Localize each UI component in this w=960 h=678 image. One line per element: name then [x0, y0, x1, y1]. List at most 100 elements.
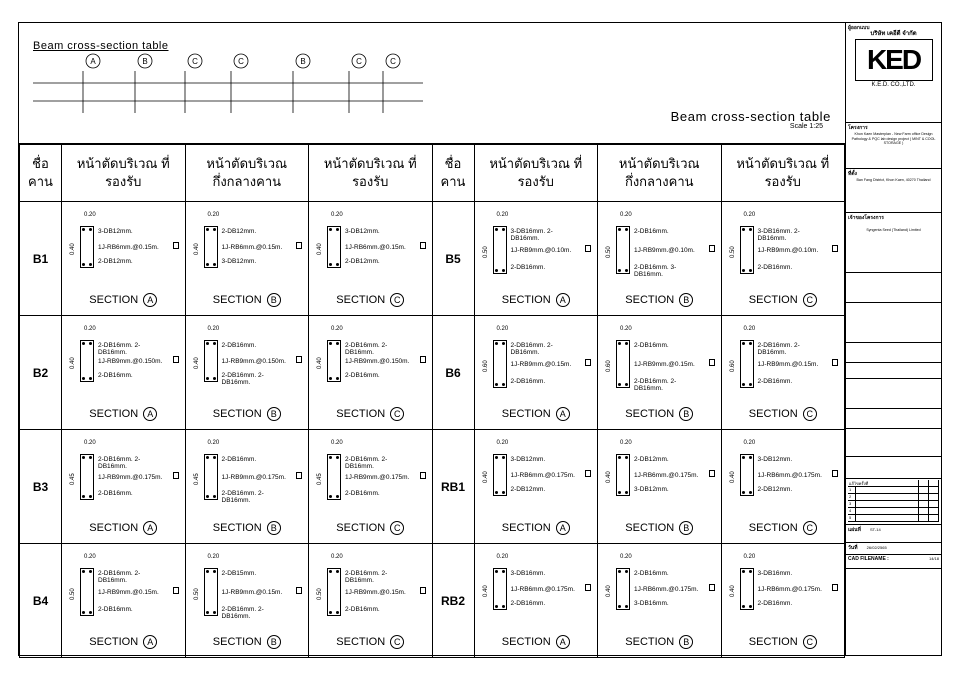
bottom-bars: 2-DB12mm.	[345, 258, 380, 265]
beam-section-outline	[739, 454, 754, 496]
beam-name: B5	[431, 201, 475, 316]
section-letter: A	[143, 635, 158, 649]
beam-name: B1	[19, 201, 62, 316]
bottom-bars: 3-DB12mm.	[221, 258, 257, 265]
revision-cell	[856, 501, 919, 508]
height-dim: 0.40	[317, 357, 323, 369]
top-bars: 2-DB16mm. 2-DB16mm.	[510, 342, 553, 356]
top-bars: 3-DB16mm.	[510, 570, 546, 577]
height-dim: 0.50	[70, 588, 76, 600]
top-bars: 2-DB16mm.	[221, 342, 257, 349]
beam-section-outline	[327, 454, 341, 500]
width-dim: 0.20	[496, 554, 509, 560]
stirrup: 1J-RB9mm.@0.175m.	[345, 474, 410, 481]
project-name: Khon Kaen Masterplan - New Farm office D…	[851, 132, 936, 145]
beam-section-outline	[492, 226, 507, 274]
bottom-bars: 2-DB12mm.	[510, 486, 546, 493]
drawing-title-left: Beam cross-section table	[33, 40, 169, 52]
stirrup-detail-icon	[585, 245, 591, 252]
top-bars: 2-DB16mm.	[634, 570, 669, 577]
beam-section-outline	[80, 340, 94, 382]
beam-section-outline	[80, 568, 94, 616]
beam-name: RB2	[431, 543, 475, 658]
cad-label: CAD FILENAME :	[848, 556, 889, 562]
stirrup-detail-icon	[832, 584, 838, 591]
section-letter: C	[802, 407, 817, 421]
height-dim: 0.45	[193, 473, 200, 485]
bottom-bars: 2-DB16mm.	[345, 490, 380, 497]
beam-section-outline	[327, 340, 341, 382]
revision-cell	[929, 487, 939, 494]
revision-label: แก้ไขครั้งที่	[848, 480, 919, 487]
height-dim: 0.40	[729, 471, 736, 483]
width-dim: 0.20	[331, 554, 343, 560]
bottom-bars: 2-DB16mm.	[98, 606, 133, 613]
revision-number: 2	[848, 494, 856, 501]
stirrup-detail-icon	[296, 472, 302, 479]
beam-section-outline	[203, 340, 218, 382]
revision-cell	[856, 494, 919, 501]
height-dim: 0.40	[70, 243, 76, 255]
stirrup-detail-icon	[296, 242, 302, 249]
revision-number: 1	[848, 487, 856, 494]
section-letter: B	[679, 521, 694, 535]
designer-label: ผู้ออกแบบ	[848, 25, 870, 31]
section-letter: A	[555, 407, 570, 421]
stirrup: 1J-RB6mm.@0.175m.	[757, 586, 822, 593]
stirrup: 1J-RB9mm.@0.15m.	[634, 361, 695, 368]
stirrup-detail-icon	[419, 587, 426, 594]
stirrup: 1J-RB6mm.@0.175m.	[510, 586, 575, 593]
bottom-bars: 2-DB16mm. 3-DB16mm.	[634, 264, 677, 278]
stirrup-detail-icon	[708, 245, 715, 252]
width-dim: 0.20	[496, 440, 509, 446]
beam-section-outline	[492, 568, 507, 610]
beam-section-outline	[739, 340, 754, 388]
height-dim: 0.45	[317, 473, 323, 485]
beam-section-outline	[80, 454, 94, 500]
beam-section-outline	[203, 226, 218, 268]
section-label: SECTION C	[722, 521, 845, 535]
drawing-title-right: Beam cross-section table	[670, 109, 831, 124]
top-bars: 2-DB12mm.	[634, 456, 669, 463]
height-dim: 0.40	[482, 585, 489, 597]
beam-name: B2	[19, 315, 62, 430]
height-dim: 0.50	[729, 246, 736, 258]
beam-section-outline	[492, 340, 507, 388]
bottom-bars: 2-DB16mm. 2-DB16mm.	[221, 606, 264, 620]
section-label: SECTION B	[598, 407, 721, 421]
section-letter: C	[802, 635, 817, 649]
section-marker	[385, 53, 401, 69]
top-bars: 2-DB16mm. 2-DB16mm.	[98, 456, 141, 470]
section-label: SECTION C	[722, 635, 845, 649]
drawing-no: ST-14	[870, 527, 881, 532]
col-support: หน้าตัดบริเวณ ที่รองรับ	[308, 144, 433, 202]
section-letter: B	[266, 293, 281, 307]
height-dim: 0.40	[606, 585, 612, 597]
bottom-bars: 2-DB16mm.	[510, 600, 546, 607]
stirrup: 1J-RB9mm.@0.175m.	[221, 474, 286, 481]
bottom-bars: 2-DB16mm.	[98, 490, 133, 497]
width-dim: 0.20	[84, 212, 96, 218]
col-support: หน้าตัดบริเวณ ที่รองรับ	[473, 144, 598, 202]
section-letter: C	[390, 635, 405, 649]
stirrup-detail-icon	[172, 242, 179, 249]
stirrup-detail-icon	[708, 359, 715, 366]
bottom-bars: 2-DB16mm.	[345, 372, 380, 379]
section-label: SECTION A	[475, 635, 598, 649]
width-dim: 0.20	[84, 440, 96, 446]
title-block: ผู้ออกแบบ บริษัท เคอีดี จำกัด KED K.E.D.…	[845, 23, 941, 655]
height-dim: 0.50	[193, 588, 200, 600]
stirrup-detail-icon	[585, 470, 591, 477]
col-midspan: หน้าตัดบริเวณ กึ่งกลางคาน	[184, 144, 309, 202]
stirrup: 1J-RB6mm.@0.175m.	[510, 472, 575, 479]
beam-section-outline	[203, 568, 218, 616]
stirrup: 1J-RB9mm.@0.10m.	[634, 247, 695, 254]
height-dim: 0.60	[729, 360, 736, 372]
